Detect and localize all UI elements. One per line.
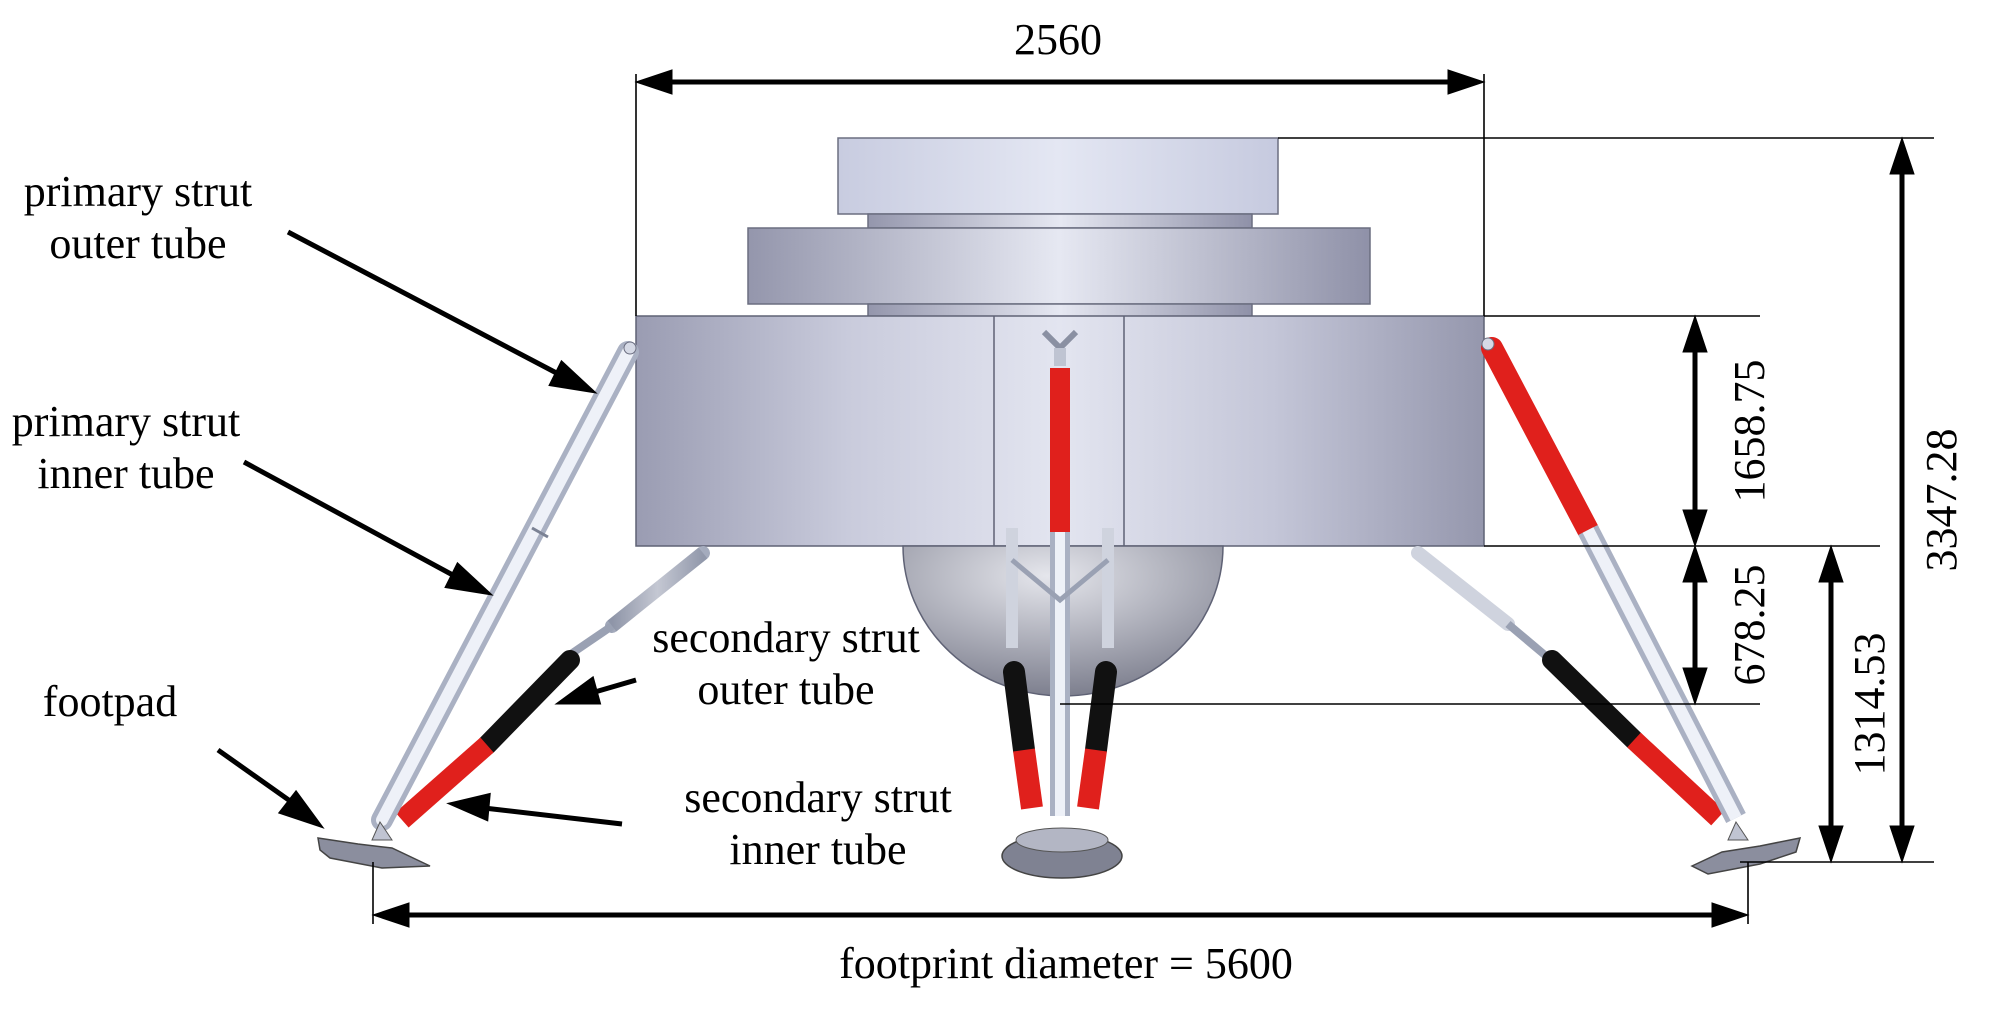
left-footpad	[317, 837, 431, 869]
label-secondary-outer-line2: outer tube	[697, 665, 874, 714]
dim-overall-height: 3347.28	[1917, 429, 1966, 572]
dim-footprint: footprint diameter = 5600	[839, 939, 1293, 988]
component-labels: primary strut outer tube primary strut i…	[12, 167, 952, 874]
right-leg	[1411, 337, 1802, 875]
left-leg	[317, 341, 710, 869]
dimension-arrows	[371, 69, 1915, 928]
secondary-strut-outer-tube	[477, 650, 580, 755]
dim-body-height: 1658.75	[1725, 360, 1774, 503]
label-primary-inner-line1: primary strut	[12, 397, 241, 446]
label-primary-inner-line2: inner tube	[37, 449, 214, 498]
dimension-lines	[372, 74, 1934, 924]
leader-arrows	[216, 229, 637, 829]
secondary-strut-inner-tube	[395, 737, 494, 828]
dim-clearance: 1314.53	[1845, 633, 1894, 776]
top-plate	[837, 137, 1279, 215]
label-secondary-inner-line1: secondary strut	[684, 773, 952, 822]
upper-collar	[867, 213, 1253, 229]
dim-top-width: 2560	[1014, 15, 1102, 64]
leader-primary-outer	[286, 229, 568, 381]
label-secondary-inner-line2: inner tube	[729, 825, 906, 874]
dim-secondary-offset: 678.25	[1725, 565, 1774, 686]
center-leg	[1001, 329, 1123, 879]
leader-primary-inner	[242, 459, 464, 583]
right-footpad	[1690, 837, 1802, 875]
dimension-text: 2560 footprint diameter = 5600 3347.28 1…	[839, 15, 1966, 988]
leader-footpad	[216, 747, 302, 811]
label-secondary-outer-line1: secondary strut	[652, 613, 920, 662]
middle-ring	[747, 227, 1371, 305]
label-primary-outer-line2: outer tube	[49, 219, 226, 268]
label-primary-outer-line1: primary strut	[24, 167, 253, 216]
label-footpad: footpad	[43, 677, 177, 726]
leader-secondary-inner	[483, 805, 623, 827]
